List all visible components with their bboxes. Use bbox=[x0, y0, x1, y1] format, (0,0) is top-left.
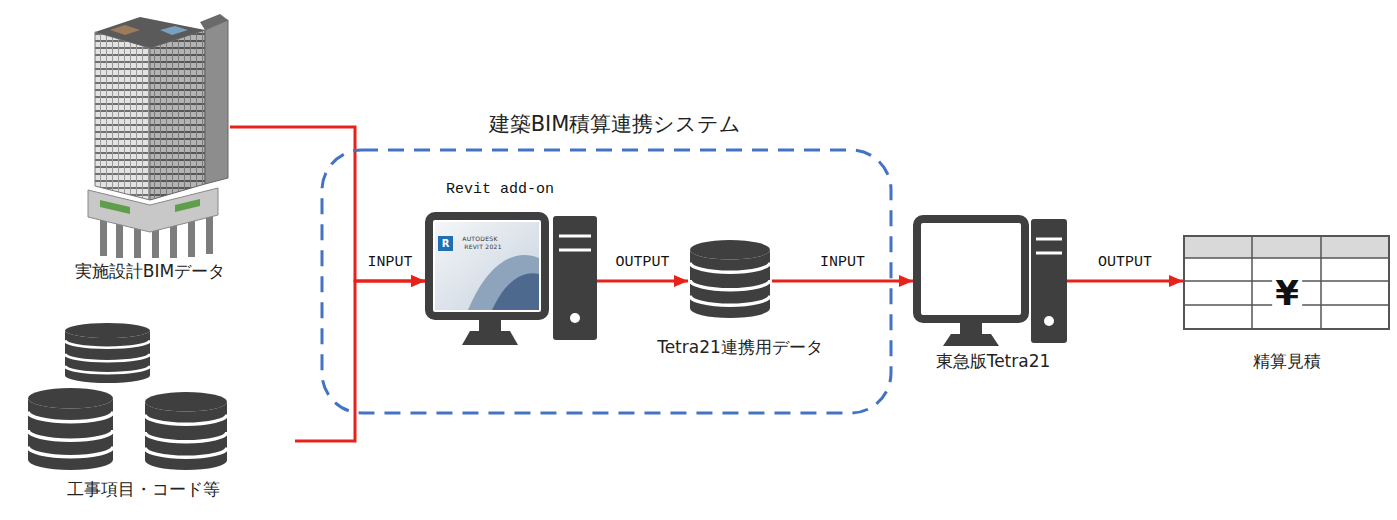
tetra-computer-icon bbox=[917, 219, 1067, 346]
system-group: Revit add-onTetra21連携用データ建築BIM積算連携システム bbox=[320, 148, 893, 415]
revit-computer-icon-part bbox=[492, 273, 539, 310]
building-illustration-part bbox=[200, 14, 228, 30]
node-label: 実施設計BIMデータ bbox=[75, 261, 225, 281]
spreadsheet-icon-part bbox=[1184, 236, 1389, 258]
tetra-computer-icon-part bbox=[960, 323, 982, 335]
revit-computer-icon-part bbox=[553, 216, 597, 340]
group-outline bbox=[320, 148, 893, 415]
tetra-computer-icon-part bbox=[1031, 219, 1067, 343]
revit-computer-icon-part bbox=[479, 320, 501, 332]
spreadsheet-icon-part bbox=[1251, 236, 1253, 329]
revit-computer-icon-part bbox=[468, 255, 539, 310]
bim-data-node: 実施設計BIMデータ bbox=[80, 8, 230, 263]
revit-computer-icon-part bbox=[435, 222, 539, 310]
database-icon-part bbox=[690, 240, 770, 318]
building-illustration-part bbox=[100, 200, 130, 214]
flow-arrow bbox=[772, 280, 913, 283]
tetra-computer-icon-part bbox=[1036, 238, 1062, 241]
building-illustration-part bbox=[175, 199, 200, 212]
building-illustration-part bbox=[160, 26, 188, 35]
spreadsheet-icon-part bbox=[1184, 257, 1389, 259]
revit-computer-icon bbox=[429, 216, 597, 345]
node-label: ¥ bbox=[1272, 276, 1302, 310]
revit-computer-icon-part bbox=[438, 236, 453, 251]
revit-computer-icon-part bbox=[429, 216, 545, 316]
tetra-computer-icon-part bbox=[1044, 316, 1054, 326]
revit-computer-icon-part bbox=[570, 313, 580, 323]
node-label: Revit add-on bbox=[446, 181, 554, 199]
spreadsheet-icon-part bbox=[1320, 236, 1322, 329]
edge-label: INPUT bbox=[367, 254, 412, 271]
database-stack-icon-part bbox=[145, 392, 227, 470]
spreadsheet-icon bbox=[1184, 236, 1389, 329]
spreadsheet-icon-part bbox=[1184, 236, 1389, 329]
edge-label: INPUT bbox=[820, 254, 865, 271]
building-illustration bbox=[88, 14, 228, 258]
revit-computer-icon-part bbox=[559, 249, 591, 252]
tetra-data-node: Tetra21連携用データ bbox=[688, 240, 772, 318]
spreadsheet-icon-part bbox=[1184, 236, 1389, 329]
tetra-computer-icon-part bbox=[1036, 252, 1062, 255]
building-illustration-part bbox=[110, 25, 140, 35]
estimate-sheet-node: ¥精算見積 bbox=[1183, 235, 1390, 330]
code-database-node: 工事項目・コード等 bbox=[28, 323, 295, 470]
tetra-computer-icon-part bbox=[917, 219, 1025, 319]
tetra-computer-icon-part bbox=[943, 334, 999, 346]
screen-text: REVIT 2021 bbox=[464, 244, 502, 250]
database-stack-icon bbox=[28, 323, 227, 470]
dashed-boundary bbox=[322, 150, 891, 413]
revit-computer-icon-part bbox=[462, 331, 518, 345]
revit-computer-icon-part bbox=[559, 235, 591, 238]
node-label: 精算見積 bbox=[1253, 351, 1321, 371]
building-illustration-part bbox=[205, 20, 228, 184]
flow-arrow bbox=[1067, 280, 1183, 283]
flow-arrow bbox=[295, 281, 425, 441]
tetra21-computer-node: 東急版Tetra21 bbox=[913, 215, 1067, 345]
revit-computer-node: Revit add-on bbox=[425, 212, 597, 345]
node-label: Tetra21連携用データ bbox=[657, 337, 823, 357]
database-stack-icon-part bbox=[28, 388, 113, 470]
node-label: 東急版Tetra21 bbox=[936, 351, 1051, 371]
logo-letter: R bbox=[442, 239, 450, 249]
building-illustration-part bbox=[95, 17, 205, 48]
database-icon bbox=[690, 240, 770, 318]
database-stack-icon-part bbox=[65, 323, 150, 383]
edge-label: OUTPUT bbox=[615, 254, 669, 271]
building-illustration-part bbox=[150, 30, 205, 200]
screen-text: AUTODESK bbox=[462, 236, 497, 242]
flow-arrow bbox=[597, 280, 688, 283]
node-label: 工事項目・コード等 bbox=[67, 479, 220, 499]
edge-label: OUTPUT bbox=[1098, 254, 1152, 271]
group-title: 建築BIM積算連携システム bbox=[489, 112, 742, 137]
building-illustration-part bbox=[95, 32, 150, 200]
